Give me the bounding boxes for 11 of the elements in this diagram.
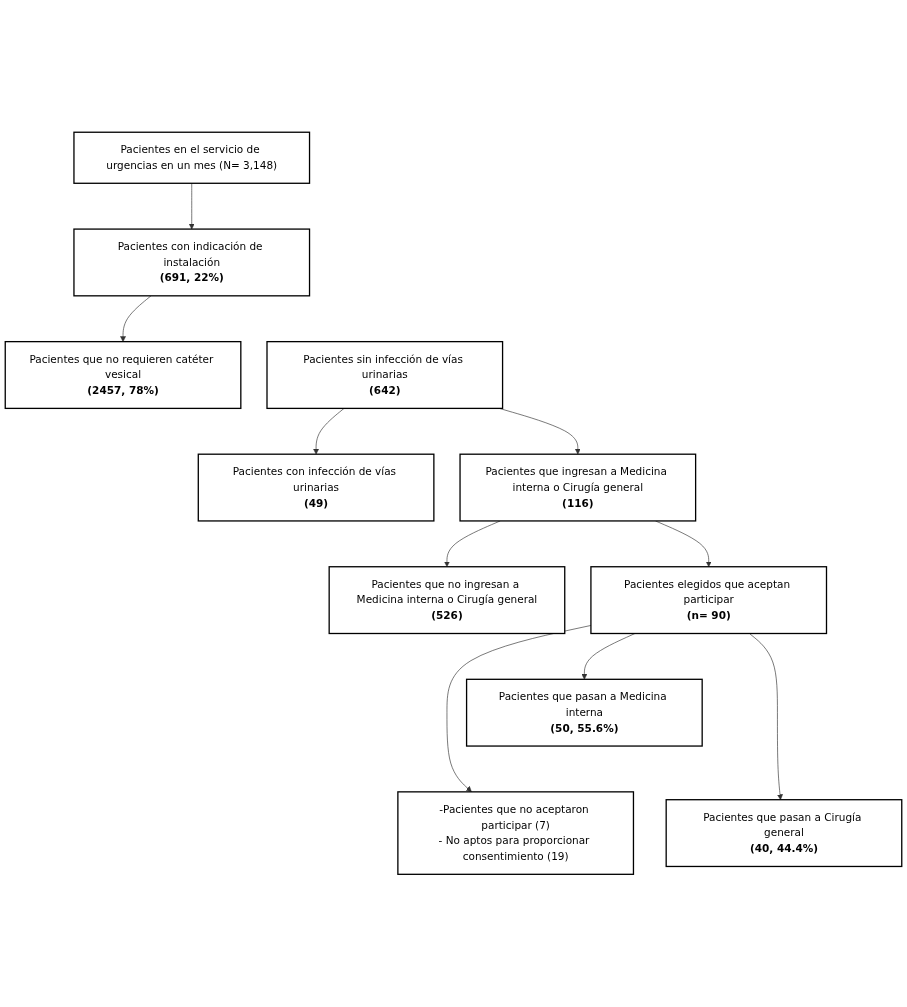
node-box: Pacientes que pasan a Cirugía general (40, 44.4%) xyxy=(665,799,903,868)
node-box: Pacientes con infección de vías urinarias (49) xyxy=(197,453,435,522)
node-box: Pacientes en el servicio de urgencias en un mes (N= 3,148) xyxy=(73,131,311,185)
node-box: Pacientes elegidos que aceptan participar (n= 90) xyxy=(590,566,828,635)
node-box: Pacientes que no ingresan a Medicina interna o Cirugía general (526) xyxy=(328,566,566,635)
node-box: Pacientes con indicación de instalación (691, 22%) xyxy=(73,228,311,297)
node-box: Pacientes sin infección de vías urinarias (642) xyxy=(266,341,504,410)
node-box: Pacientes que ingresan a Medicina interna o Cirugía general (116) xyxy=(459,453,697,522)
node-box: Pacientes que no requieren catéter vesical (2457, 78%) xyxy=(4,341,242,410)
node-box: -Pacientes que no aceptaron participar (7) - No aptos para proporcionar consentimiento (19) xyxy=(397,791,635,876)
node-box: Pacientes que pasan a Medicina interna (50, 55.6%) xyxy=(465,678,703,747)
